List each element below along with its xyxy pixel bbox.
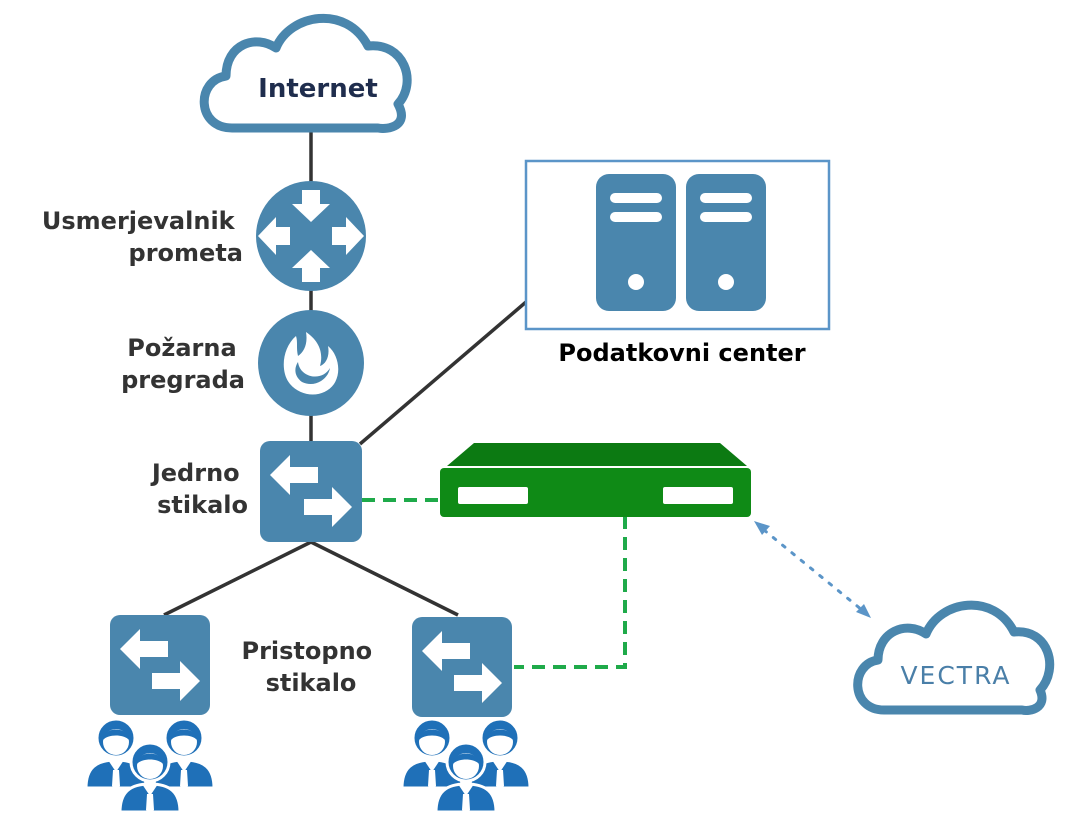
firewall-label-line2: pregrada [121,366,245,394]
arrowhead-up-icon [754,521,770,535]
firewall-label-line1: Požarna [127,334,236,362]
dashed-link-appliance-access [514,516,627,669]
server-icon [686,174,766,311]
users-icon [400,717,532,816]
links [163,132,528,617]
datacenter-label: Podatkovni center [558,339,805,367]
datacenter-node: Podatkovni center [524,159,831,367]
internet-label: Internet [258,74,378,104]
router-label-line2: prometa [129,239,243,267]
link-core-access-right [310,540,459,617]
router-node: Usmerjevalnik prometa [42,181,366,291]
switch-icon [110,615,210,715]
switch-icon [260,441,362,542]
firewall-node: Požarna pregrada [121,310,364,416]
vectra-cloud: VECTRA [853,600,1055,715]
users-group-left [84,717,216,816]
access-switch-left [110,615,210,715]
router-label-line1: Usmerjevalnik [42,207,236,235]
router-icon [256,181,366,291]
sensor-appliance-icon [440,443,751,517]
switch-icon [412,617,512,717]
access-switch-label-line2: stikalo [266,669,357,697]
dotted-link-appliance-vectra [762,528,864,612]
svg-text:Pristopno stikalo: Pristopno stikalo [241,637,380,697]
cloud-icon [853,600,1055,715]
internet-cloud: Internet [199,14,412,133]
vectra-label: VECTRA [900,661,1011,690]
svg-text:Požarna pregrada: Požarna pregrada [121,334,245,394]
users-group-right [400,717,532,816]
svg-text:Usmerjevalnik prometa: Usmerjevalnik prometa [42,207,243,267]
users-icon [84,717,216,816]
monitor-links [362,498,627,669]
access-switch-right [412,617,512,717]
server-icon [596,174,676,311]
access-switch-label-line1: Pristopno [241,637,372,665]
link-core-access-left [163,540,312,617]
firewall-icon [258,310,364,416]
cloud-icon [199,14,412,133]
core-switch-label-line2: stikalo [157,491,248,519]
svg-text:Jedrno stikalo: Jedrno stikalo [150,459,248,519]
sensor-appliance [440,443,751,517]
arrowhead-down-icon [856,604,871,618]
datacenter-box [524,159,831,331]
core-switch-node: Jedrno stikalo [150,441,362,542]
core-switch-label-line1: Jedrno [150,459,240,487]
link-core-datacenter [358,300,528,446]
